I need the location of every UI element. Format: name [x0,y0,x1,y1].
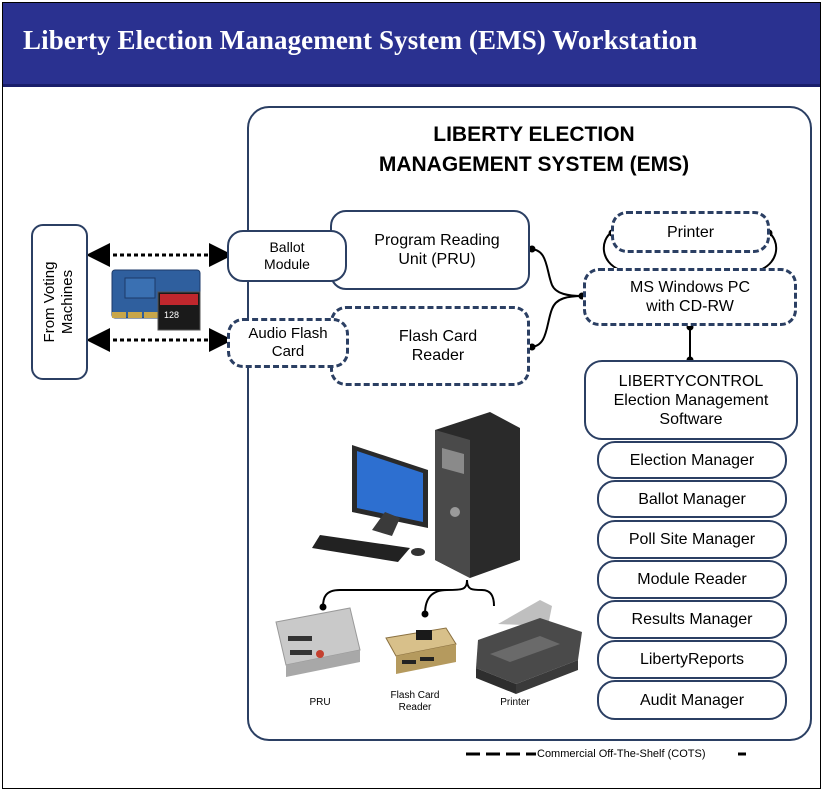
peripheral-bracket [424,589,448,615]
reader-to-pc-line [529,295,584,348]
printer-caption: Printer [500,697,530,708]
module-ballot-manager: Ballot Manager [597,480,787,518]
peripheral-bracket [466,579,495,607]
memory-card-label: 128 [164,310,179,320]
computer-image [312,412,520,578]
peripheral-bracket [322,579,468,608]
ems-boundary [247,106,812,741]
module-libertyreports: LibertyReports [597,640,787,679]
pru-to-pc-line [529,248,584,297]
connector-dot [528,343,536,351]
voting-machines-box [31,224,88,380]
module-election-manager: Election Manager [597,441,787,479]
title-banner: Liberty Election Management System (EMS)… [3,3,820,87]
module-results-manager: Results Manager [597,600,787,639]
connector-dot [421,610,429,618]
connector-dot [528,245,536,253]
card-reader-image [385,627,457,674]
flash-card-image [157,291,201,331]
printer-image [476,600,582,694]
connector-dot [319,603,327,611]
pru-caption: PRU [309,697,331,708]
module-poll-site-manager: Poll Site Manager [597,520,787,559]
page-title: Liberty Election Management System (EMS)… [23,25,698,55]
module-module-reader: Module Reader [597,560,787,599]
cots-legend-label: Commercial Off-The-Shelf (COTS) [537,748,706,760]
pru-device-image [275,607,361,677]
module-audit-manager: Audit Manager [597,680,787,720]
printer-box: Printer [611,211,770,253]
